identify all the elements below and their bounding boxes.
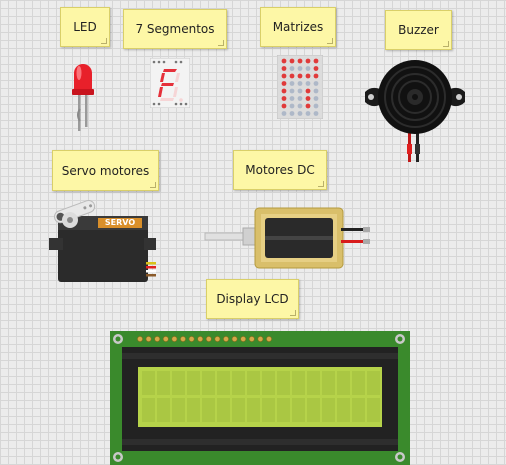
buzzer-icon[interactable]	[362, 52, 468, 164]
note-servo-motores-label: Servo motores	[61, 163, 150, 178]
note-led-label: LED	[73, 20, 97, 34]
seven-segment-icon[interactable]	[149, 57, 191, 109]
note-matrizes[interactable]: Matrizes	[260, 7, 336, 47]
note-display-lcd[interactable]: Display LCD	[206, 279, 299, 319]
servo-body	[49, 199, 156, 282]
led-matrix-icon[interactable]	[277, 55, 323, 119]
note-buzzer-label: Buzzer	[398, 23, 439, 37]
note-7-segmentos[interactable]: 7 Segmentos	[123, 9, 227, 49]
note-led[interactable]: LED	[60, 7, 110, 47]
seven-segment-body	[149, 57, 191, 109]
note-display-lcd-label: Display LCD	[216, 292, 289, 306]
dc-motor-icon[interactable]	[203, 206, 371, 270]
note-7-segmentos-label: 7 Segmentos	[135, 22, 215, 36]
note-matrizes-label: Matrizes	[272, 20, 324, 34]
lcd-display-icon[interactable]	[110, 331, 410, 465]
note-motores-dc[interactable]: Motores DC	[233, 150, 327, 190]
note-motores-dc-label: Motores DC	[245, 163, 315, 177]
note-servo-motores[interactable]: Servo motores	[52, 150, 159, 191]
servo-motor-icon[interactable]: SERVO	[46, 196, 162, 288]
led-icon[interactable]	[68, 55, 98, 135]
note-buzzer[interactable]: Buzzer	[385, 10, 452, 50]
servo-badge-text: SERVO	[104, 218, 136, 227]
servo-badge: SERVO	[98, 218, 142, 228]
